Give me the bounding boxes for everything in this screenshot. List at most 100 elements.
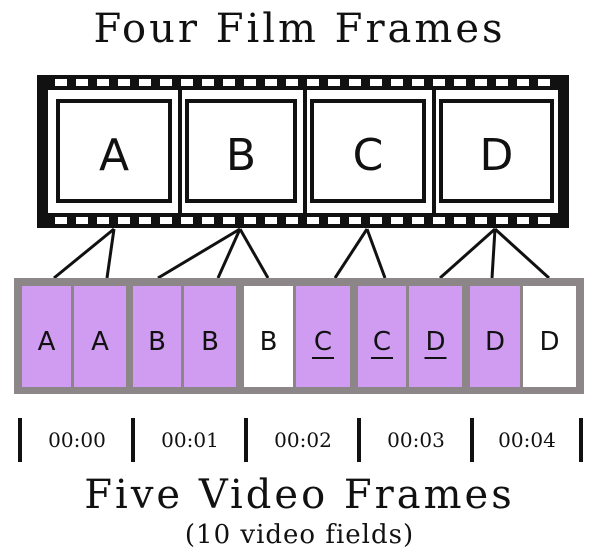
sprocket-hole [328,217,340,224]
sprocket-hole [139,217,151,224]
timecode-tick [470,418,474,462]
sprocket-hole [181,79,193,86]
sprocket-hole [496,217,508,224]
connector-line [365,228,387,279]
connector-line [439,227,496,280]
sprocket-hole [538,217,550,224]
sprocket-hole [223,79,235,86]
sprocket-hole [244,79,256,86]
sprocket-hole [538,79,550,86]
video-field-label: B [148,327,166,357]
sprocket-hole [307,217,319,224]
film-frame [185,99,297,203]
video-field-label: D [425,327,445,357]
timecode-label: 00:01 [161,428,219,452]
video-field-label: D [485,327,505,357]
sprocket-hole [286,217,298,224]
video-field [244,286,293,387]
sprocket-hole [454,217,466,224]
film-strip-left-edge [37,90,48,213]
video-field [409,286,462,387]
video-field [358,286,406,387]
sprocket-hole [118,217,130,224]
timecode-label: 00:00 [48,428,106,452]
frame-divider [178,90,182,213]
sprocket-hole [181,217,193,224]
sprocket-hole [391,79,403,86]
video-field [296,286,350,387]
video-field [22,286,71,387]
film-frame-label: B [226,130,256,181]
video-field-underline [371,357,393,359]
connector-line [105,228,116,279]
film-strip: A B C D [37,75,569,228]
timecode-tick [18,418,22,462]
sprocket-hole [139,79,151,86]
sprocket-hole [412,217,424,224]
film-frame [439,99,554,203]
video-field-underline [424,357,447,359]
sprocket-hole [475,79,487,86]
film-strip-top-band [37,75,569,90]
timecode-tick [131,418,135,462]
connector-line [333,228,369,279]
film-frame-label: D [480,130,514,181]
timecode-label: 00:03 [387,428,445,452]
sprocket-hole [370,217,382,224]
bottom-title: Five Video Frames [84,472,515,518]
connector-lines [53,227,551,280]
video-field-label: A [38,327,56,357]
sprocket-hole [160,217,172,224]
sprocket-hole [55,217,67,224]
sprocket-hole [475,217,487,224]
sprocket-hole [55,79,67,86]
sprocket-hole [160,79,172,86]
film-strip-bottom-band [37,213,569,228]
sprocket-hole [433,217,445,224]
frame-divider [303,90,307,213]
video-field [523,286,576,387]
film-frame-label: A [99,130,129,181]
sprocket-hole [349,217,361,224]
frame-divider [432,90,436,213]
film-frame [56,99,172,203]
sprocket-hole [223,217,235,224]
sprocket-hole [97,79,109,86]
video-field-label: C [373,327,391,357]
timecode-tick [357,418,361,462]
sprocket-hole [496,79,508,86]
connector-line [493,227,551,280]
sprocket-hole [286,79,298,86]
subtitle: (10 video fields) [184,520,415,550]
video-field [470,286,520,387]
sprocket-hole [307,79,319,86]
video-field-label: C [314,327,332,357]
video-field-label: B [260,327,278,357]
sprocket-hole [97,217,109,224]
sprocket-hole [202,79,214,86]
video-field-label: D [539,327,559,357]
sprocket-hole [517,79,529,86]
timecode-label: 00:04 [498,428,556,452]
connector-line [490,228,497,279]
connector-line [53,227,115,280]
sprocket-hole [349,79,361,86]
sprocket-hole [454,79,466,86]
sprocket-hole [76,79,88,86]
sprocket-hole [202,217,214,224]
timecode-tick [244,418,248,462]
sprocket-hole [244,217,256,224]
video-field [133,286,181,387]
sprocket-hole [76,217,88,224]
sprocket-hole [370,79,382,86]
timecode-tick [579,418,583,462]
video-field-label: A [91,327,109,357]
sprocket-hole [328,79,340,86]
title: Four Film Frames [93,6,506,52]
film-strip-right-edge [558,90,569,213]
sprocket-hole [118,79,130,86]
film-frame-label: C [353,130,384,181]
